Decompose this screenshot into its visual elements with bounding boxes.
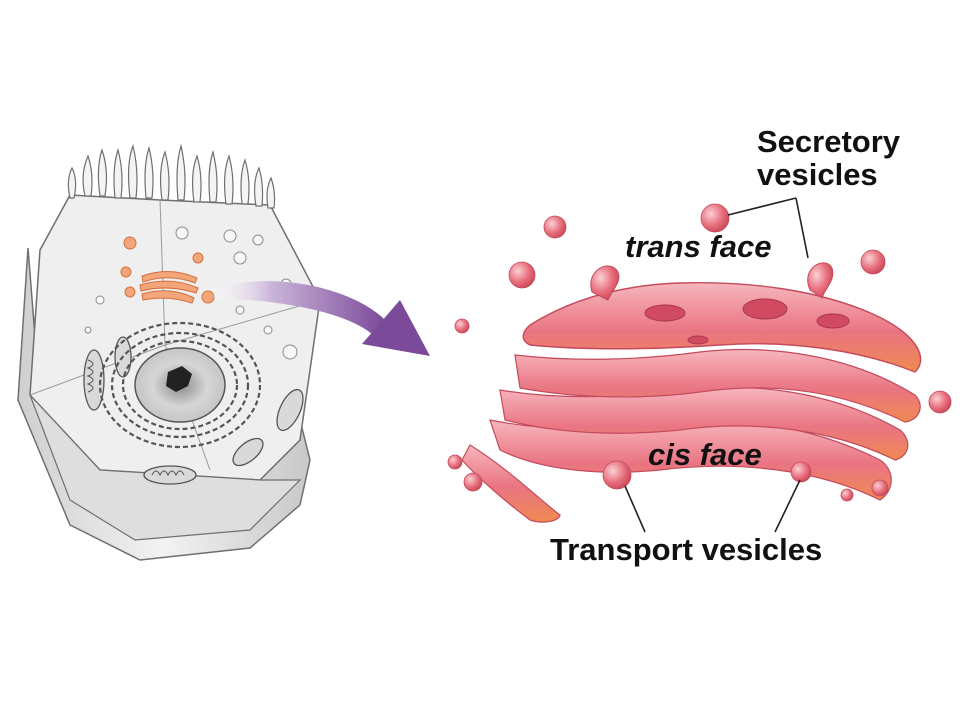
zoom-arrow <box>212 281 430 356</box>
cis-face-label: cis face <box>648 437 762 472</box>
vesicle <box>871 479 889 497</box>
vesicle <box>543 215 567 239</box>
trans-face-label: trans face <box>625 229 772 264</box>
secretory-label-line1: Secretory <box>757 124 901 159</box>
cisterna-1-trans <box>522 282 922 373</box>
vesicle <box>840 488 854 502</box>
free-vesicles <box>447 203 952 502</box>
cisterna-fenestrations <box>644 298 850 345</box>
epithelial-cell <box>17 143 321 561</box>
leader-lines <box>624 197 809 533</box>
vesicle <box>602 460 632 490</box>
vesicle <box>860 249 886 275</box>
cisterna-5 <box>461 444 561 523</box>
vesicle <box>790 461 812 483</box>
transport-vesicles-label: Transport vesicles <box>550 532 823 567</box>
nucleolus <box>166 366 192 392</box>
microvilli <box>67 143 276 209</box>
cisterna-2 <box>514 348 921 423</box>
cell-bottom-face <box>29 394 302 541</box>
cell-golgi <box>120 236 215 304</box>
vesicle <box>928 390 952 414</box>
vesicle <box>463 472 483 492</box>
secretory-label-line2: vesicles <box>757 156 878 192</box>
vesicle <box>454 318 470 334</box>
budding-vesicles <box>590 262 834 301</box>
vesicle <box>508 261 536 289</box>
endoplasmic-reticulum <box>98 321 262 449</box>
golgi-apparatus <box>461 262 922 523</box>
secretory-vesicles-label: Secretory vesicles <box>757 124 901 192</box>
vesicle <box>447 454 463 470</box>
vesicle <box>700 203 730 233</box>
